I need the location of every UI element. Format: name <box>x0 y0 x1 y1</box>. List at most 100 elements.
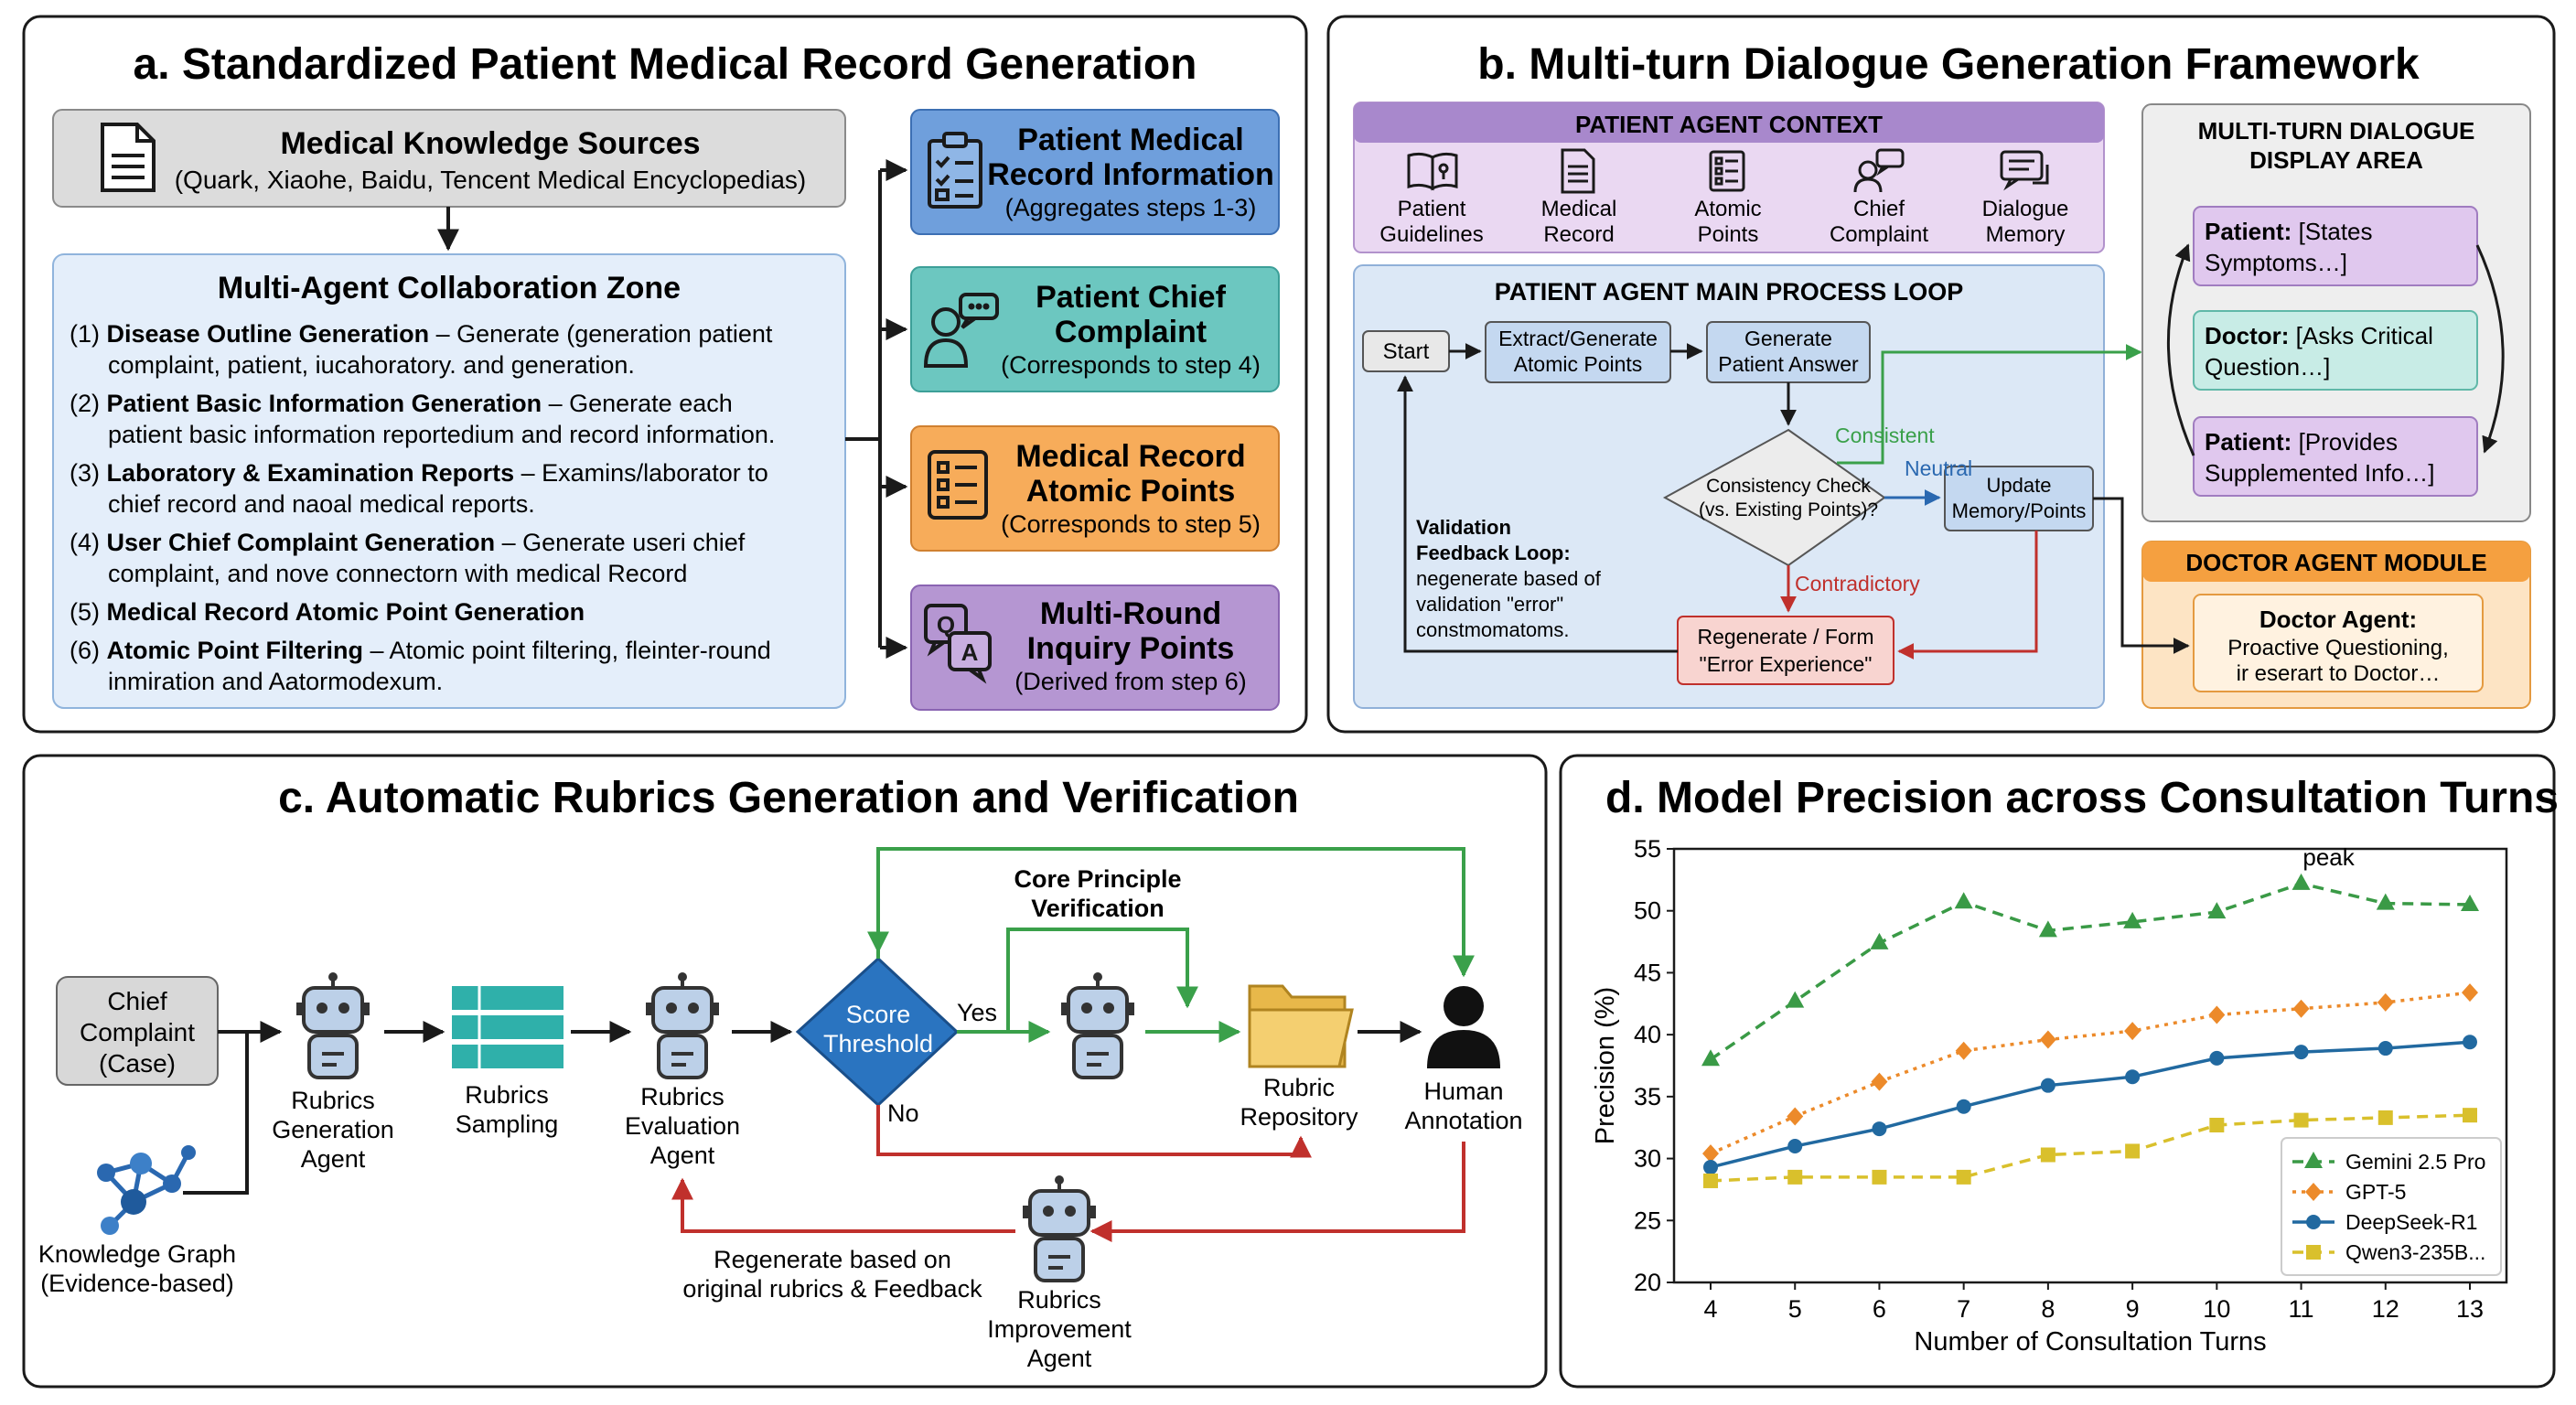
kg-line2: (Evidence-based) <box>40 1270 234 1297</box>
svg-text:complaint, patient, iucahorato: complaint, patient, iucahoratory. and ge… <box>108 351 635 379</box>
patient-agent-context: PATIENT AGENT CONTEXT Patient Guidelines… <box>1353 102 2105 253</box>
display-title-2: DISPLAY AREA <box>2249 146 2423 174</box>
legend-box <box>2281 1137 2502 1276</box>
data-point <box>2377 1110 2393 1125</box>
panel-c-title: c. Automatic Rubrics Generation and Veri… <box>278 774 1299 822</box>
data-point <box>2461 894 2479 911</box>
data-point <box>2123 911 2142 928</box>
output-2-line1: Patient Chief <box>1036 280 1226 315</box>
repo-line2: Repository <box>1240 1103 1358 1131</box>
data-point <box>2124 1022 2141 1041</box>
x-tick-label: 11 <box>2289 1295 2314 1323</box>
svg-text:patient basic information repo: patient basic information reportedium an… <box>108 421 775 448</box>
doctor-agent-name: Doctor Agent: <box>2259 606 2417 633</box>
svg-text:(2) Patient Basic Information: (2) Patient Basic Information Generation… <box>70 390 733 417</box>
output-1-line1: Patient Medical <box>1017 123 1244 157</box>
arrow-update-regen <box>1897 531 2038 660</box>
display-title-1: MULTI-TURN DIALOGUE <box>2198 117 2475 145</box>
x-tick-label: 12 <box>2372 1295 2399 1323</box>
panel-b: b. Multi-turn Dialogue Generation Framew… <box>1326 15 2556 734</box>
output-3-sub: (Corresponds to step 5) <box>1001 510 1261 538</box>
data-point <box>2209 1050 2225 1066</box>
context-item-4-l1: Chief <box>1853 197 1905 221</box>
no-label: No <box>887 1099 919 1127</box>
data-point <box>1955 1041 1972 1060</box>
svg-text:Patient: [States: Patient: [States <box>2205 218 2373 245</box>
y-tick-label: 30 <box>1634 1145 1661 1173</box>
zone-step-2: (2) Patient Basic Information Generation… <box>70 390 775 448</box>
data-point <box>1787 1107 1804 1126</box>
arrow-core-loop <box>1006 928 1198 1032</box>
medical-record-icon <box>1561 148 1595 194</box>
knowledge-subtitle: (Quark, Xiaohe, Baidu, Tencent Medical E… <box>175 166 807 194</box>
svg-text:Q: Q <box>937 611 955 638</box>
data-point <box>2376 893 2395 910</box>
output-4-sub: (Derived from step 6) <box>1014 668 1247 695</box>
folder-icon <box>1248 984 1354 1068</box>
data-point <box>1703 1173 1718 1188</box>
data-point <box>2293 1112 2309 1128</box>
x-tick-label: 10 <box>2203 1295 2230 1323</box>
legend-label-0: Gemini 2.5 Pro <box>2345 1150 2485 1174</box>
human-line1: Human <box>1423 1078 1503 1105</box>
bubble-patient-2 <box>2193 416 2478 497</box>
improve-line2: Improvement <box>987 1315 1132 1343</box>
peak-annotation: peak <box>2302 843 2355 871</box>
list-icon <box>928 450 988 520</box>
data-point <box>1703 1160 1718 1175</box>
output-3-line2: Atomic Points <box>1026 474 1236 509</box>
feedback-bold-1: Validation <box>1416 516 1511 539</box>
y-tick-label: 55 <box>1634 835 1661 863</box>
score-line2: Threshold <box>823 1030 933 1057</box>
knowledge-graph-icon <box>97 1145 196 1235</box>
arrow-consistent <box>1837 344 2142 465</box>
data-point <box>1954 892 1973 909</box>
feedback-text-1: negenerate based of <box>1416 567 1602 590</box>
data-point <box>1787 1139 1803 1154</box>
data-point <box>2040 1147 2055 1163</box>
repo-line1: Rubric <box>1263 1074 1335 1101</box>
svg-text:A: A <box>961 638 979 666</box>
data-point <box>2463 1035 2477 1050</box>
x-axis-label: Number of Consultation Turns <box>1914 1327 2266 1357</box>
context-item-4-l2: Complaint <box>1830 222 1928 247</box>
document-icon <box>101 123 156 192</box>
generation-agent-robot-icon <box>296 972 370 1079</box>
series-line-2 <box>1710 1040 2471 1169</box>
output-1-line2: Record Information <box>987 157 1274 192</box>
svg-text:(1) Disease Outline Generation: (1) Disease Outline Generation – Generat… <box>70 320 773 348</box>
data-point <box>1872 1169 1887 1185</box>
legend-label-3: Qwen3-235B... <box>2345 1240 2485 1264</box>
svg-text:chief record and naoal medical: chief record and naoal medical reports. <box>108 490 535 518</box>
data-point <box>1871 1072 1888 1091</box>
doctor-module-title: DOCTOR AGENT MODULE <box>2185 549 2486 576</box>
doctor-agent-box <box>2193 594 2484 692</box>
y-tick-label: 50 <box>1634 897 1661 925</box>
data-point <box>2377 1041 2393 1056</box>
context-title: PATIENT AGENT CONTEXT <box>1575 111 1883 138</box>
zone-step-5: (5) Medical Record Atomic Point Generati… <box>70 598 585 626</box>
x-tick-label: 4 <box>1703 1295 1717 1323</box>
doctor-agent-line1: Proactive Questioning, <box>2227 636 2448 660</box>
output-inquiry-points: Q A Multi-Round Inquiry Points (Derived … <box>910 585 1280 711</box>
svg-text:(3) Laboratory & Examination R: (3) Laboratory & Examination Reports – E… <box>70 459 768 487</box>
y-axis-label: Precision (%) <box>1591 987 1620 1144</box>
doctor-agent-module: DOCTOR AGENT MODULE Doctor Agent: Proact… <box>2141 541 2531 709</box>
human-line2: Annotation <box>1404 1107 1522 1134</box>
data-point <box>2463 1108 2477 1123</box>
output-atomic-points: Medical Record Atomic Points (Correspond… <box>910 425 1280 552</box>
plot-frame <box>1672 847 2508 1284</box>
bubble-2-line2: Question…] <box>2205 353 2330 381</box>
x-tick-label: 5 <box>1788 1295 1802 1323</box>
legend-marker-2 <box>2306 1215 2321 1229</box>
panel-d: d. Model Precision across Consultation T… <box>1559 754 2559 1389</box>
legend-marker-0 <box>2304 1152 2323 1168</box>
svg-text:(5) Medical Record Atomic Poin: (5) Medical Record Atomic Point Generati… <box>70 598 585 626</box>
data-point <box>2462 983 2478 1003</box>
book-icon <box>1407 152 1458 191</box>
person-chat-icon <box>1853 148 1905 193</box>
regen-line1: Regenerate / Form <box>1697 625 1873 649</box>
data-point <box>1787 1169 1803 1185</box>
